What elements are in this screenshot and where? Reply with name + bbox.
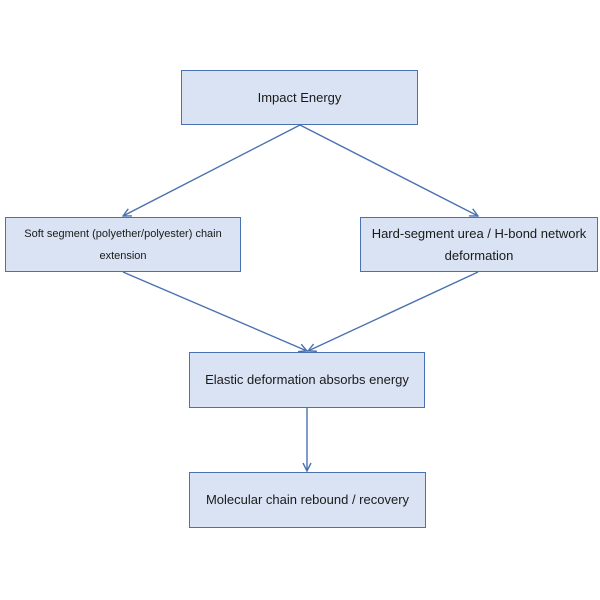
- arrow-soft-to-elastic: [122, 271, 307, 351]
- arrow-hard-to-elastic: [308, 271, 479, 351]
- node-hard-segment: Hard-segment urea / H-bond network defor…: [360, 217, 598, 272]
- arrow-impact-to-soft: [123, 124, 301, 216]
- node-elastic-deformation: Elastic deformation absorbs energy: [189, 352, 425, 408]
- node-impact-energy: Impact Energy: [181, 70, 418, 125]
- node-molecular-rebound: Molecular chain rebound / recovery: [189, 472, 426, 528]
- node-molecular-rebound-label: Molecular chain rebound / recovery: [205, 492, 410, 507]
- node-hard-segment-label: Hard-segment urea / H-bond network defor…: [371, 225, 587, 263]
- node-soft-segment: Soft segment (polyether/polyester) chain…: [5, 217, 241, 272]
- node-impact-energy-label: Impact Energy: [257, 89, 342, 105]
- node-soft-segment-label: Soft segment (polyether/polyester) chain…: [24, 227, 222, 262]
- node-elastic-deformation-label: Elastic deformation absorbs energy: [205, 372, 409, 387]
- arrow-impact-to-hard: [299, 124, 478, 216]
